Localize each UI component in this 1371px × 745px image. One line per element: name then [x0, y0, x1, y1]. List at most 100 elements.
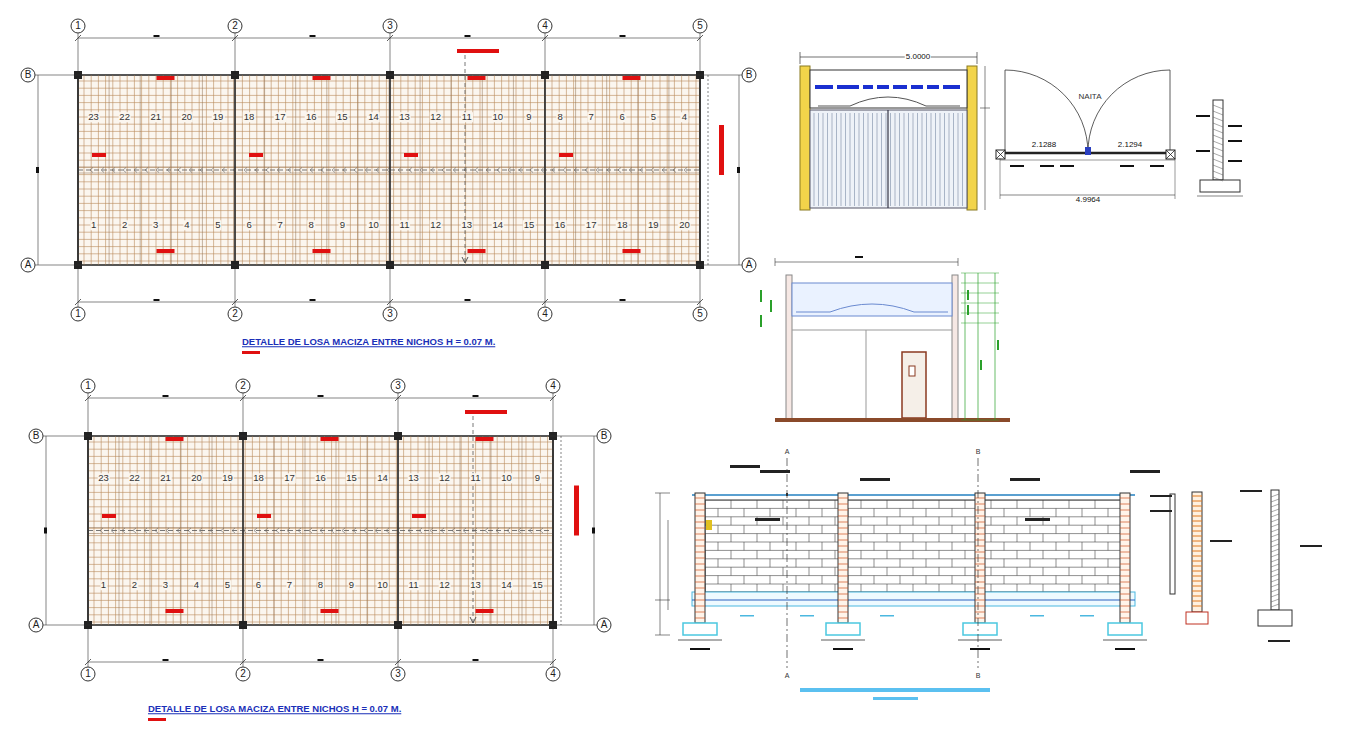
line — [119, 436, 120, 625]
line — [913, 517, 914, 525]
line — [861, 534, 862, 542]
line — [913, 534, 914, 542]
rect — [1170, 494, 1175, 594]
rect — [1150, 510, 1172, 512]
line — [550, 395, 556, 401]
panel-number: 14 — [376, 473, 389, 483]
line — [43, 436, 597, 437]
line — [1271, 574, 1279, 577]
direction-arrow — [629, 168, 632, 173]
line — [1000, 160, 1175, 161]
direction-arrow — [431, 168, 434, 173]
line — [838, 534, 848, 535]
line — [1043, 584, 1044, 592]
line — [975, 552, 985, 553]
line — [978, 458, 979, 668]
direction-arrow — [155, 528, 158, 533]
line — [1271, 569, 1279, 572]
line — [446, 436, 447, 625]
line — [230, 436, 231, 625]
grid-bubble — [228, 19, 242, 33]
line — [1192, 561, 1202, 562]
line — [88, 470, 553, 471]
line — [1120, 594, 1130, 595]
line — [838, 600, 848, 601]
line — [1017, 584, 1018, 592]
panel-number: 21 — [149, 112, 162, 122]
section-marker: A — [784, 448, 791, 455]
direction-arrow — [496, 528, 499, 533]
line — [783, 534, 784, 542]
line — [295, 436, 296, 625]
line — [845, 113, 846, 206]
line — [78, 302, 700, 303]
panel-number: 17 — [585, 220, 598, 230]
direction-arrow — [585, 168, 588, 173]
rect — [690, 648, 710, 650]
line — [398, 436, 399, 625]
line — [240, 395, 246, 401]
slab-plan — [29, 379, 611, 721]
line — [695, 504, 705, 505]
line — [1120, 570, 1130, 571]
line — [1166, 150, 1175, 159]
line — [695, 576, 705, 577]
line — [1120, 600, 1130, 601]
panel-number: 12 — [438, 580, 451, 590]
rect — [465, 410, 507, 414]
front-elevation — [760, 256, 1010, 422]
line — [1069, 517, 1070, 525]
line — [1271, 529, 1279, 532]
line — [705, 516, 1125, 517]
grid-bubble-label: B — [601, 431, 608, 441]
line — [822, 542, 823, 550]
line — [961, 323, 999, 324]
line — [1095, 550, 1096, 558]
line — [695, 546, 705, 547]
line — [991, 517, 992, 525]
line — [838, 570, 848, 571]
line — [695, 516, 705, 517]
line — [695, 582, 705, 583]
grid-bubble-label: 4 — [550, 381, 556, 391]
line — [695, 618, 705, 619]
direction-arrow — [167, 168, 170, 173]
line — [705, 558, 1125, 559]
line — [708, 75, 709, 265]
line — [939, 550, 940, 558]
grid-bubble — [538, 19, 552, 33]
rect — [855, 256, 863, 258]
line — [975, 594, 985, 595]
line — [645, 75, 646, 265]
line — [731, 517, 732, 525]
line — [961, 273, 999, 274]
direction-arrow — [189, 168, 192, 173]
line — [1192, 591, 1202, 592]
section-marker: B — [975, 448, 982, 455]
line — [580, 75, 581, 265]
line — [809, 500, 810, 508]
line — [838, 516, 848, 517]
line — [88, 614, 553, 615]
panel-number: 10 — [376, 580, 389, 590]
line — [660, 493, 661, 635]
panel-number: 14 — [492, 220, 505, 230]
panel-number: 4 — [183, 220, 190, 230]
line — [1056, 542, 1057, 550]
line — [1192, 581, 1202, 582]
direction-arrow — [563, 168, 566, 173]
line — [1192, 521, 1202, 522]
line — [838, 564, 848, 565]
line — [949, 113, 950, 206]
line — [975, 510, 985, 511]
line — [965, 534, 966, 542]
rect — [36, 167, 39, 173]
line — [77, 75, 79, 265]
line — [899, 113, 900, 206]
rect — [1080, 615, 1094, 617]
door-swing — [1005, 70, 1088, 153]
line — [1017, 517, 1018, 525]
line — [975, 606, 985, 607]
panel-number: 7 — [286, 580, 293, 590]
line — [310, 436, 311, 625]
